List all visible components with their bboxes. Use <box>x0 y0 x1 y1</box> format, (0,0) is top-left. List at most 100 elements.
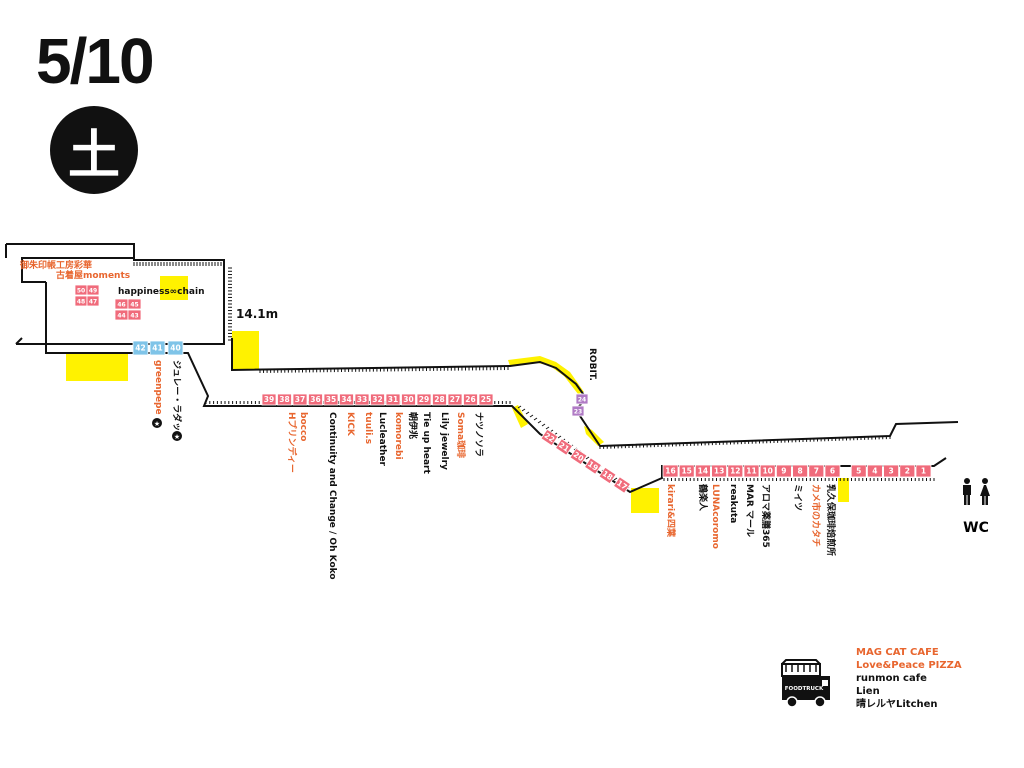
yellow-zone <box>160 276 188 300</box>
vendor-label: 乳久保珈琲焙煎所 <box>825 484 837 556</box>
booth-number: 10 <box>762 467 772 476</box>
vendor-label: tuuli.s <box>363 412 373 444</box>
booth-number: 12 <box>730 467 740 476</box>
booth-number: 38 <box>279 395 289 404</box>
booth-19: 19 <box>583 457 603 475</box>
vendor-label: 朝伊兆 <box>407 412 419 439</box>
foodtruck-vendor: 晴レルヤLitchen <box>856 699 938 710</box>
vendor-label: 鶴楽人 <box>697 484 709 512</box>
star-icon: ★ <box>152 418 162 428</box>
svg-text:★: ★ <box>174 433 180 441</box>
booth-3: 3 <box>883 464 899 478</box>
booth-number: 39 <box>264 395 274 404</box>
booth-number: 50 <box>77 288 85 295</box>
booth-18: 18 <box>598 466 617 485</box>
booth-number: 5 <box>856 467 861 476</box>
booth-number: 2 <box>905 467 910 476</box>
booth-11: 11 <box>743 464 760 478</box>
booth-38: 38 <box>277 393 292 406</box>
vendor-label: ミイツ <box>792 484 803 511</box>
booth-number: 27 <box>450 395 460 404</box>
booth-28: 28 <box>432 393 447 406</box>
booth-number: 33 <box>357 395 367 404</box>
vendor-label: LUNAcoromo <box>710 484 720 549</box>
booth-number: 43 <box>130 313 138 320</box>
booth-number: 34 <box>341 395 351 404</box>
booth-45: 45 <box>127 298 142 310</box>
vendor-label: ナツノソラ <box>473 412 484 457</box>
booth-23: 23 <box>571 405 585 417</box>
booth-number: 36 <box>310 395 320 404</box>
booth-number: 15 <box>681 467 691 476</box>
booth-36: 36 <box>308 393 323 406</box>
booth-number: 32 <box>372 395 382 404</box>
foodtruck-vendor: Lien <box>856 686 880 697</box>
vendor-label: Soma珈琲 <box>455 412 467 458</box>
booth-number: 13 <box>714 467 724 476</box>
booth-25: 25 <box>478 393 494 406</box>
yellow-zone <box>631 488 659 513</box>
booth-9: 9 <box>776 464 792 478</box>
booth-number: 9 <box>781 467 786 476</box>
booth-46: 46 <box>114 298 129 310</box>
booth-number: 35 <box>326 395 336 404</box>
booth-number: 26 <box>465 395 475 404</box>
yellow-zones <box>66 276 849 513</box>
booth-29: 29 <box>416 393 432 406</box>
booth-4: 4 <box>867 464 883 478</box>
foodtruck-vendor: MAG CAT CAFE <box>856 647 939 658</box>
vendor-label: Tie up heart <box>421 412 431 474</box>
booth-24: 24 <box>575 393 589 405</box>
wc-label: WC <box>963 520 989 536</box>
booth-44: 44 <box>114 309 129 321</box>
booth-number: 29 <box>419 395 429 404</box>
booth-number: 47 <box>89 299 97 306</box>
distance-label: 14.1m <box>236 307 278 321</box>
booth-48: 48 <box>74 295 88 307</box>
booth-50: 50 <box>74 284 88 296</box>
booth-37: 37 <box>292 393 308 406</box>
booth-42: 42 <box>132 340 149 356</box>
booth-41: 41 <box>149 340 166 356</box>
restroom-icon <box>963 478 990 505</box>
booth-number: 30 <box>403 395 413 404</box>
booth-number: 48 <box>77 299 85 306</box>
booth-1: 1 <box>915 464 932 478</box>
foodtruck-icon: FOODTRUCK <box>781 659 830 708</box>
booth-number: 41 <box>152 344 162 353</box>
walkway-left-edge <box>21 257 134 283</box>
yellow-zone <box>838 478 849 502</box>
booth-number: 3 <box>888 467 893 476</box>
booth-number: 23 <box>574 409 582 416</box>
booth-number: 1 <box>921 467 926 476</box>
landmark-robit: ROBIT. <box>587 348 597 381</box>
yellow-zone <box>232 331 259 370</box>
walkway-right-top <box>231 338 959 448</box>
booth-27: 27 <box>447 393 463 406</box>
booth-31: 31 <box>385 393 401 406</box>
booth-16: 16 <box>662 464 679 478</box>
booth-number: 7 <box>814 467 819 476</box>
vendor-label: KICK <box>345 412 355 437</box>
booth-6: 6 <box>824 464 841 478</box>
vendor-label: komorebi <box>393 412 403 460</box>
booth-number: 42 <box>135 344 145 353</box>
booth-32: 32 <box>370 393 385 406</box>
booth-5: 5 <box>850 464 867 478</box>
booth-35: 35 <box>323 393 339 406</box>
yellow-zone <box>66 353 128 381</box>
booth-10: 10 <box>759 464 776 478</box>
booth-43: 43 <box>127 309 142 321</box>
shop-label-greenpepe: greenpepe <box>153 360 163 415</box>
booth-40: 40 <box>167 340 184 356</box>
date-title: 5/10 <box>36 25 155 97</box>
shop-label-happiness: happiness∞chain <box>118 287 204 297</box>
booth-number: 31 <box>388 395 398 404</box>
booth-7: 7 <box>808 464 825 478</box>
booth-17: 17 <box>612 476 632 494</box>
booth-number: 6 <box>830 467 835 476</box>
booth-number: 49 <box>89 288 97 295</box>
foodtruck-vendor: Love&Peace PIZZA <box>856 660 962 671</box>
